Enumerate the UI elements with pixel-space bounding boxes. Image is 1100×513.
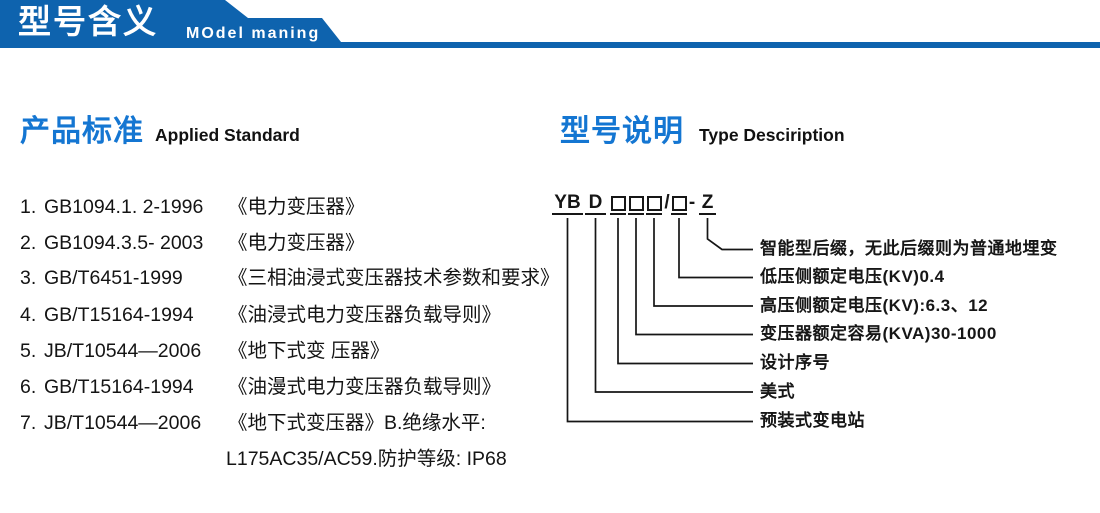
item-number: 3. (20, 267, 37, 289)
banner-subtitle: MOdel maning (186, 25, 321, 42)
code-prefix: YB (552, 190, 583, 215)
item-desc: 《电力变压器》 (228, 196, 365, 218)
item-code: GB/T15164-1994 (44, 376, 194, 398)
item-desc: 《地下式变 压器》 (228, 340, 390, 362)
standards-heading-en: Applied Standard (155, 125, 300, 145)
code-separator: / (664, 192, 670, 213)
standards-item-1: 1. GB1094.1. 2-1996 《电力变压器》 (20, 194, 365, 220)
code-dash: - (688, 192, 696, 213)
model-label-design-serial: 设计序号 (760, 353, 830, 372)
standards-item-5: 5. JB/T10544—2006 《地下式变 压器》 (20, 338, 389, 364)
header-banner: 型号含义 MOdel maning (0, 0, 1100, 48)
item-number: 5. (20, 340, 37, 362)
model-label-smart-suffix: 智能型后缀，无此后缀则为普通地埋变 (760, 239, 1058, 258)
model-label-american-type: 美式 (760, 382, 795, 401)
item-code: GB1094.3.5- 2003 (44, 232, 204, 254)
banner-shape (0, 0, 1100, 48)
item-number: 6. (20, 376, 37, 398)
model-label-lv-voltage: 低压侧额定电压(KV)0.4 (760, 267, 945, 286)
placeholder-box-icon (610, 196, 626, 211)
item-number: 2. (20, 232, 37, 254)
placeholder-box-icon (671, 196, 687, 211)
model-heading-cn: 型号说明 (560, 115, 684, 148)
item-code: GB/T15164-1994 (44, 304, 194, 326)
item-code: JB/T10544—2006 (44, 340, 202, 362)
banner-title: 型号含义 (18, 3, 158, 40)
code-suffix: Z (699, 190, 716, 215)
item-code: GB1094.1. 2-1996 (44, 196, 204, 218)
item-desc: 《电力变压器》 (228, 232, 365, 254)
item-number: 1. (20, 196, 37, 218)
placeholder-box-icon (628, 196, 644, 211)
standards-item-7: 7. JB/T10544—2006 《地下式变压器》B.绝缘水平: (20, 410, 486, 436)
item-desc: 《三相油浸式变压器技术参数和要求》 (228, 267, 560, 289)
item-desc: 《油漫式电力变压器负载导则》 (228, 376, 502, 398)
placeholder-box-icon (646, 196, 662, 211)
standards-item-6: 6. GB/T15164-1994 《油漫式电力变压器负载导则》 (20, 374, 501, 400)
standards-item-4: 4. GB/T15164-1994 《油浸式电力变压器负载导则》 (20, 302, 501, 328)
code-box-4 (671, 190, 687, 215)
item-desc: 《地下式变压器》B.绝缘水平: (228, 412, 486, 434)
model-heading-en: Type Desciription (699, 125, 845, 145)
model-label-hv-voltage: 高压侧额定电压(KV):6.3、12 (760, 296, 989, 315)
standards-item-2: 2. GB1094.3.5- 2003 《电力变压器》 (20, 230, 365, 256)
code-box-3 (646, 190, 662, 215)
item-code: GB/T6451-1999 (44, 267, 183, 289)
standards-heading-cn: 产品标准 (20, 115, 144, 148)
standards-item-3: 3. GB/T6451-1999 《三相油浸式变压器技术参数和要求》 (20, 265, 560, 291)
item-number: 7. (20, 412, 37, 434)
code-design-letter: D (585, 190, 606, 215)
item-desc: 《油浸式电力变压器负载导则》 (228, 304, 502, 326)
standards-continuation: L175AC35/AC59.防护等级: IP68 (226, 448, 507, 470)
code-box-2 (628, 190, 644, 215)
item-code: JB/T10544—2006 (44, 412, 202, 434)
model-heading: 型号说明 Type Desciription (560, 106, 845, 150)
code-box-1 (610, 190, 626, 215)
model-label-capacity: 变压器额定容易(KVA)30-1000 (760, 324, 997, 343)
item-number: 4. (20, 304, 37, 326)
model-label-prefab-substation: 预装式变电站 (760, 411, 865, 430)
standards-heading: 产品标准 Applied Standard (20, 106, 300, 150)
